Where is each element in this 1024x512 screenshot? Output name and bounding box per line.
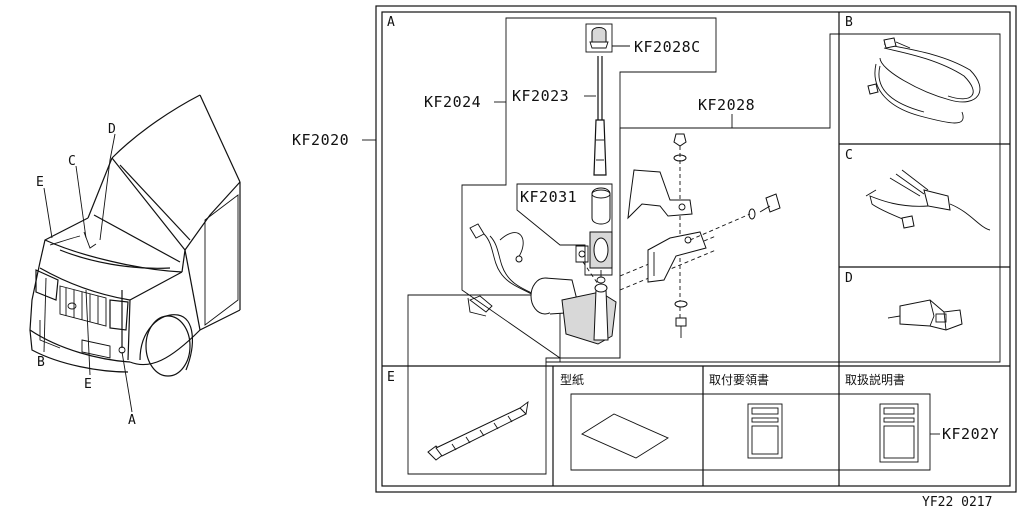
template-sheet (581, 413, 669, 459)
part-number-antenna-cap: KF2028C (634, 38, 701, 56)
callout-e-bottom: E (84, 377, 92, 392)
section-d-label: D (845, 271, 853, 286)
bracket-assembly: KF2028 (627, 96, 781, 338)
doc-manual-label: 取扱説明書 (845, 372, 905, 387)
callout-a: A (128, 413, 136, 428)
diagram-code: YF22 0217 (922, 495, 992, 510)
extension-cable (867, 37, 981, 124)
power-cable (865, 169, 991, 231)
install-guide-booklet (747, 403, 783, 459)
vehicle-illustration: D C E B E A (29, 94, 241, 428)
kit-inner-frame (381, 11, 1011, 487)
mounting-clip (887, 299, 963, 331)
kit-outer-frame (375, 5, 1017, 493)
callout-b: B (37, 355, 45, 370)
doc-install-guide-label: 取付要領書 (709, 372, 769, 387)
callout-d: D (108, 122, 116, 137)
antenna-assembly: KF2028C KF2023 KF2024 KF2031 (407, 17, 1001, 475)
doc-template-label: 型紙 (560, 372, 584, 387)
part-number-documents: KF202Y (942, 425, 999, 443)
callout-e-top: E (36, 175, 44, 190)
part-number-bracket: KF2028 (698, 96, 755, 114)
cable-tie (427, 400, 529, 461)
part-number-grommet: KF2031 (520, 188, 577, 206)
manual-booklet (879, 403, 919, 463)
part-number-antenna-rod: KF2023 (512, 87, 569, 105)
section-e-label: E (387, 370, 395, 385)
antenna-cap-box (585, 23, 613, 53)
section-a-label: A (387, 15, 395, 30)
section-c-label: C (845, 148, 853, 163)
section-b-label: B (845, 15, 853, 30)
part-number-antenna-assembly: KF2024 (424, 93, 481, 111)
part-number-kit: KF2020 (292, 131, 349, 149)
callout-c: C (68, 154, 76, 169)
